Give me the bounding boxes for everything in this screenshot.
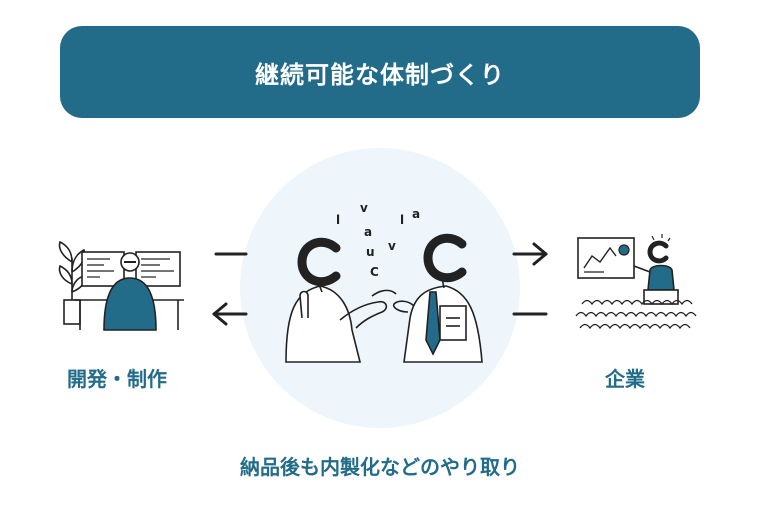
floating-letter: v [360, 201, 368, 215]
right-arrows [512, 242, 548, 316]
presenter-with-audience-icon [575, 234, 697, 330]
company-label: 企業 [605, 367, 645, 391]
conversation-background-circle [240, 148, 520, 428]
floating-letter: l [400, 213, 404, 227]
right-top-arrow [512, 242, 548, 266]
banner-title: 継続可能な体制づくり [255, 60, 505, 89]
left-bottom-arrow [212, 302, 248, 326]
floating-letters: l v l a a u v C [336, 201, 420, 279]
floating-letter: C [370, 265, 379, 279]
title-banner: 継続可能な体制づくり [60, 26, 700, 118]
left-arrows [212, 252, 248, 326]
floating-letter: v [388, 239, 396, 253]
two-people-talking-icon [285, 233, 483, 363]
developer-label: 開発・制作 [67, 367, 167, 391]
conversation-caption: 納品後も内製化などのやり取り [240, 455, 520, 479]
floating-letter: u [366, 245, 375, 259]
floating-letter: a [364, 225, 372, 239]
developer-at-monitors-icon [58, 240, 184, 331]
floating-letter: a [412, 207, 420, 221]
floating-letter: l [336, 213, 340, 227]
